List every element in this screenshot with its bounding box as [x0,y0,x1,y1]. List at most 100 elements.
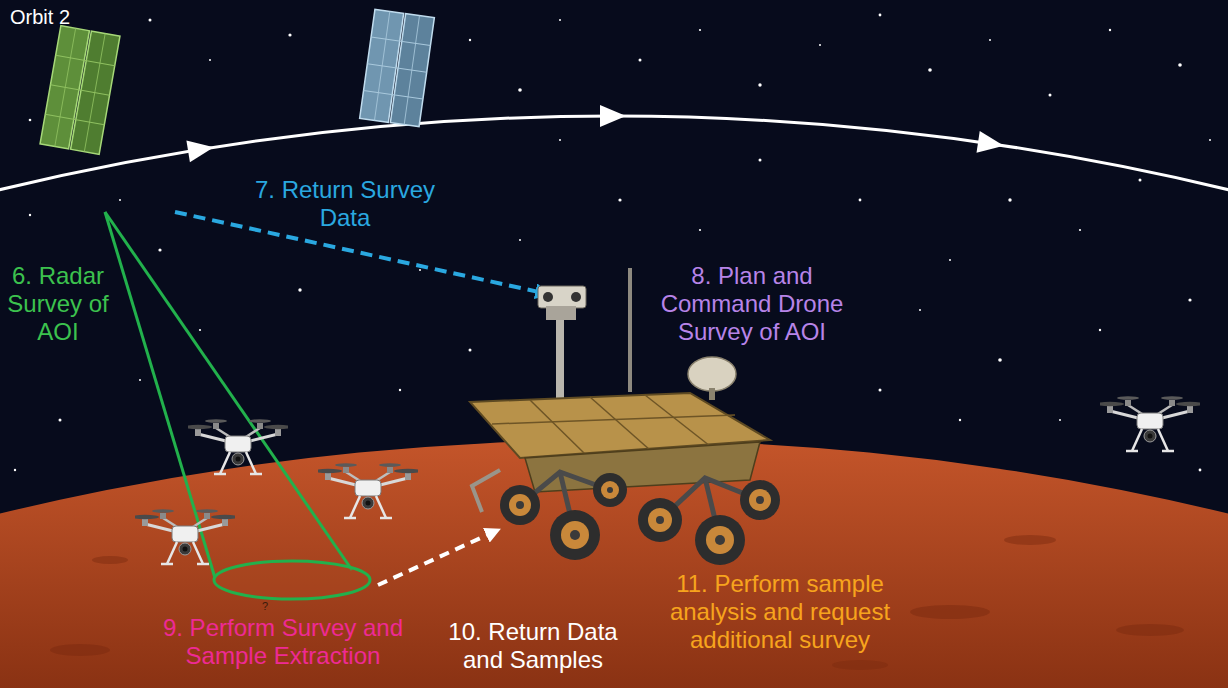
stars [989,39,991,41]
rover [709,388,715,400]
stars [14,469,16,471]
mars-surface [832,660,888,670]
rover [492,415,735,424]
mars-surface [1116,624,1184,636]
rover [500,485,540,525]
rover [509,494,531,516]
stars [518,88,522,92]
stars [419,269,421,271]
stars [949,259,951,261]
stars [119,199,121,201]
stars [288,33,291,36]
stars [1099,329,1101,331]
rover [472,470,500,512]
rover [546,306,576,320]
stars [1139,179,1142,182]
mars-surface [50,644,110,656]
mars-surface [910,605,990,619]
rover [570,530,580,540]
stars [879,14,882,17]
cubesat [40,26,120,155]
cubesat [84,34,105,152]
cubesat [404,16,419,125]
stars [759,159,762,162]
stars [919,309,921,311]
stars [298,288,301,291]
rover [550,510,600,560]
mark-label: ? [262,600,268,613]
radar-cone [105,212,370,599]
cubesat [364,91,423,99]
stars [639,59,642,62]
mars-surface [92,556,128,564]
rover [688,357,736,391]
stars [199,329,201,331]
step-label: 11. Perform sample analysis and request … [660,570,900,654]
orbit-path [0,116,1228,192]
stars [618,198,621,201]
stars [519,239,521,241]
cubesat [360,9,435,126]
rover [695,515,745,565]
drone [314,463,422,518]
rover [656,516,664,524]
stars [559,19,561,21]
data-arrow [378,530,498,585]
rover [543,292,553,302]
stars [149,19,152,22]
stars [1059,419,1061,421]
stars [29,119,32,122]
cubesat [50,85,109,95]
data-arrow [175,212,548,585]
rover [740,480,780,520]
step-label: 7. Return Survey Data [243,176,448,232]
orbit-path [0,105,1228,192]
mars-surface [1004,535,1056,545]
step-label: 10. Return Data and Samples [438,618,628,674]
rover [628,268,632,392]
stars [559,139,561,141]
orbit-label: Orbit 2 [10,6,70,29]
stars [1079,229,1081,231]
stars [59,419,62,422]
stars [14,14,1211,472]
rover [645,395,710,446]
rover [706,526,734,554]
rover [715,535,725,545]
stars [928,68,932,72]
rover [538,286,586,308]
stars [399,389,401,391]
stars [158,248,161,251]
rover [561,521,589,549]
stars [859,199,862,202]
step-label: 6. Radar Survey of AOI [2,262,114,346]
stars [1109,29,1111,31]
rover [530,400,585,454]
stars [879,389,882,392]
radar-cone [105,212,352,570]
rover [516,501,524,509]
rover [590,397,650,450]
stars [469,349,472,352]
stars [699,229,701,231]
rover [571,292,581,302]
cubesat [55,28,76,146]
rover [593,473,627,507]
cubesat [367,64,426,72]
radar-cone [214,561,370,599]
orbit-path [186,136,215,162]
rover [556,318,564,400]
stars [1209,139,1211,141]
drone [1096,396,1204,451]
rover [756,496,764,504]
stars [1008,198,1011,201]
stars [819,44,821,46]
rover [607,487,613,493]
rover [648,508,672,532]
stars [469,39,471,41]
rover [749,489,771,511]
stars [139,379,141,381]
stars [209,59,211,61]
